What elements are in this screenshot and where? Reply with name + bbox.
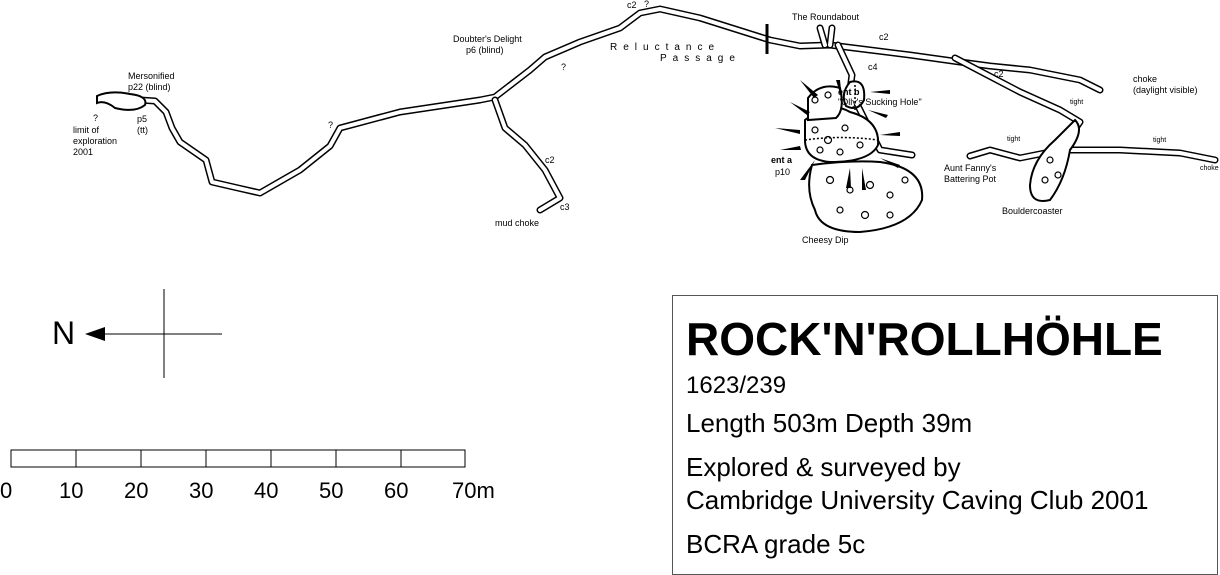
label: exploration [73, 136, 117, 146]
label: Bouldercoaster [1002, 206, 1063, 216]
label: Reluctance [610, 42, 720, 53]
scale-tick: 20 [124, 478, 149, 503]
mersonified-chamber [96, 91, 147, 111]
label: mud choke [495, 218, 539, 228]
label: ent a [771, 155, 793, 165]
label: tight [1153, 137, 1166, 144]
scale-tick: 60 [384, 478, 409, 503]
label: ent b [838, 87, 860, 97]
label: (tt) [137, 125, 148, 135]
scale-tick: 40 [254, 478, 279, 503]
label: p22 (blind) [128, 82, 171, 92]
label: c2 [627, 0, 637, 10]
label: tight [1070, 99, 1083, 106]
scale-tick: 70m [452, 478, 495, 503]
label: p5 [137, 114, 147, 124]
scale-tick: 50 [319, 478, 344, 503]
label: p6 (blind) [466, 45, 504, 55]
label: The Roundabout [792, 12, 860, 22]
label: p10 [775, 167, 790, 177]
label: Cheesy Dip [802, 235, 849, 245]
scale-tick: 30 [189, 478, 214, 503]
cave-name: ROCK'N'ROLLHÖHLE [686, 313, 1163, 365]
north-label: N [52, 315, 76, 351]
cave-survey-map: Mersonified p22 (blind) ? limit of explo… [73, 0, 1219, 245]
label: Battering Pot [944, 174, 997, 184]
ent-b-chamber [842, 80, 866, 109]
label: limit of [73, 125, 100, 135]
label: c2 [545, 155, 555, 165]
label: c2 [994, 69, 1004, 79]
boulders [804, 85, 1062, 220]
label: "Olly's Sucking Hole" [838, 97, 922, 107]
label: Doubter's Delight [453, 34, 522, 44]
scale-divisions [75, 450, 402, 467]
label: choke [1133, 74, 1157, 84]
label: Mersonified [128, 71, 175, 81]
label: Passage [660, 53, 741, 64]
compass-and-scale [10, 289, 466, 468]
label: 2001 [73, 147, 93, 157]
cave-code: 1623/239 [686, 372, 787, 399]
label: ? [561, 62, 566, 72]
label: ? [93, 113, 98, 123]
explored-line-1: Explored & surveyed by [686, 452, 961, 482]
scale-tick: 0 [0, 478, 13, 503]
cheesy-dip-chamber [808, 160, 924, 234]
title-box: ROCK'N'ROLLHÖHLE 1623/239 Length 503m De… [672, 295, 1218, 575]
label: choke [1200, 165, 1219, 172]
label: c2 [879, 32, 889, 42]
label: tight [1007, 136, 1020, 143]
labels: Mersonified p22 (blind) ? limit of explo… [73, 0, 1219, 245]
label: c4 [868, 62, 878, 72]
scale-bar [10, 449, 466, 468]
label: (daylight visible) [1133, 85, 1198, 95]
bouldercoaster-chamber [1028, 118, 1080, 202]
bcra-grade: BCRA grade 5c [686, 529, 866, 559]
label: ? [328, 120, 333, 130]
cave-stats: Length 503m Depth 39m [686, 408, 973, 438]
shaft-markers [775, 80, 900, 190]
label: Aunt Fanny's [944, 163, 997, 173]
label: ? [644, 0, 649, 9]
label: c3 [560, 202, 570, 212]
scale-tick: 10 [59, 478, 84, 503]
north-arrow-icon [85, 327, 105, 341]
explored-line-2: Cambridge University Caving Club 2001 [686, 485, 1149, 515]
